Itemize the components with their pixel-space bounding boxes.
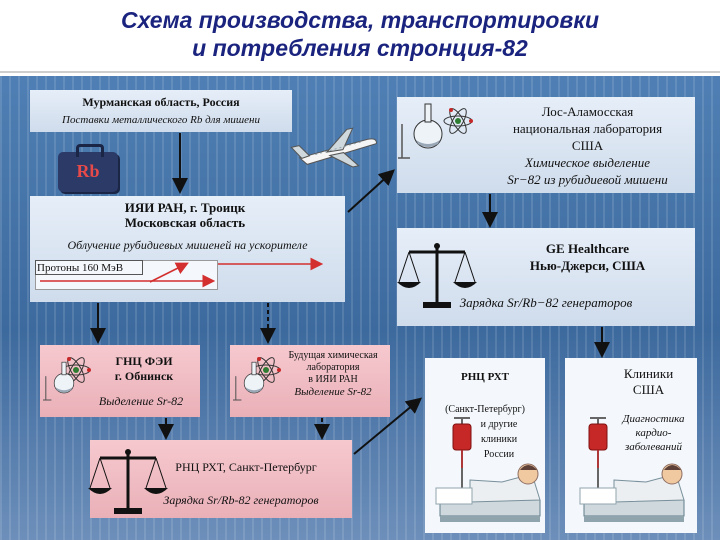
title-line-1: Схема производства, транспортировки	[120, 7, 600, 33]
future-lab-text: Будущая химическая лаборатория в ИЯИ РАН…	[276, 350, 390, 398]
murmansk-role: Поставки металлического Rb для мишени	[62, 114, 260, 126]
rnc-clinics-line-3: и другие	[480, 419, 518, 430]
los-alamos-line-5: Sr−82 из рубидиевой мишени	[507, 172, 668, 187]
usa-clinics-line-4: кардио-	[635, 427, 672, 439]
atom-icon	[443, 105, 474, 137]
future-lab-line-3: в ИЯИ РАН	[308, 374, 358, 385]
flow-arrows	[90, 133, 610, 455]
los-alamos-text: Лос-Аламосская национальная лаборатория …	[480, 103, 695, 188]
flask-icon	[397, 103, 443, 159]
rnc-clinics-line-4: клиники	[480, 434, 518, 445]
los-alamos-line-4: Химическое выделение	[524, 155, 651, 170]
suitcase-icon: Rb	[58, 144, 118, 192]
usa-clinics-line-5: заболеваний	[624, 441, 682, 453]
future-lab-line-1: Будущая химическая	[288, 350, 378, 361]
rnc-line-1: РНЦ РХТ, Санкт-Петербург	[175, 460, 317, 474]
los-alamos-line-3: США	[571, 138, 604, 153]
ge-box	[397, 228, 695, 326]
rnc-clinics-text: (Санкт-Петербург) и другие клиники Росси…	[425, 402, 545, 462]
rnc-clinics-line-1: РНЦ РХТ	[461, 371, 509, 383]
los-alamos-line-1: Лос-Аламосская	[541, 104, 634, 119]
iyai-line-2: Московская область	[124, 215, 246, 230]
rnc-box	[90, 440, 352, 518]
usa-clinics-line-1: Клиники	[623, 366, 674, 381]
iv-drip-icon	[452, 417, 472, 489]
patient-icon	[435, 463, 541, 523]
usa-clinics-line-2: США	[632, 382, 665, 397]
iyai-line-3: Облучение рубидиевых мишеней на ускорите…	[67, 238, 308, 252]
future-lab-line-2: лаборатория	[306, 362, 360, 373]
beam-label-box	[35, 260, 143, 275]
proton-beam-arrows	[40, 257, 324, 288]
scales-icon	[395, 241, 479, 310]
ge-line-3: Зарядка Sr/Rb−82 генераторов	[459, 295, 633, 310]
murmansk-box	[30, 90, 292, 132]
los-alamos-box	[397, 97, 695, 193]
ge-line-1: GE Healthcare	[545, 241, 630, 256]
scales-icon	[86, 447, 170, 516]
beam-label: Протоны 160 МэВ	[37, 262, 124, 274]
obninsk-line-3: Выделение Sr-82	[98, 394, 184, 408]
future-lab-line-4: Выделение Sr-82	[294, 386, 372, 398]
patient-icon	[579, 463, 685, 523]
ge-line-2: Нью-Джерси, США	[529, 258, 646, 273]
iv-drip-icon	[588, 417, 608, 489]
obninsk-line-1: ГНЦ ФЭИ	[115, 354, 173, 368]
page-title: Схема производства, транспортировки и по…	[0, 6, 720, 62]
rnc-clinics-line-5: России	[483, 449, 515, 460]
obninsk-line-2: г. Обнинск	[114, 369, 174, 383]
rnc-clinics-line-2: (Санкт-Петербург)	[445, 404, 525, 415]
usa-clinics-text: Диагностика кардио- заболеваний	[610, 412, 697, 454]
rnc-line-2: Зарядка Sr/Rb-82 генераторов	[163, 493, 319, 507]
iyai-line-1: ИЯИ РАН, г. Троицк	[124, 200, 246, 215]
murmansk-name: Мурманская область, Россия	[82, 95, 240, 109]
suitcase-label: Rb	[76, 161, 100, 181]
los-alamos-line-2: национальная лаборатория	[512, 121, 663, 136]
usa-clinics-line-3: Диагностика	[622, 413, 685, 425]
title-line-2: и потребления стронция-82	[192, 35, 528, 61]
airplane-icon	[290, 127, 377, 168]
